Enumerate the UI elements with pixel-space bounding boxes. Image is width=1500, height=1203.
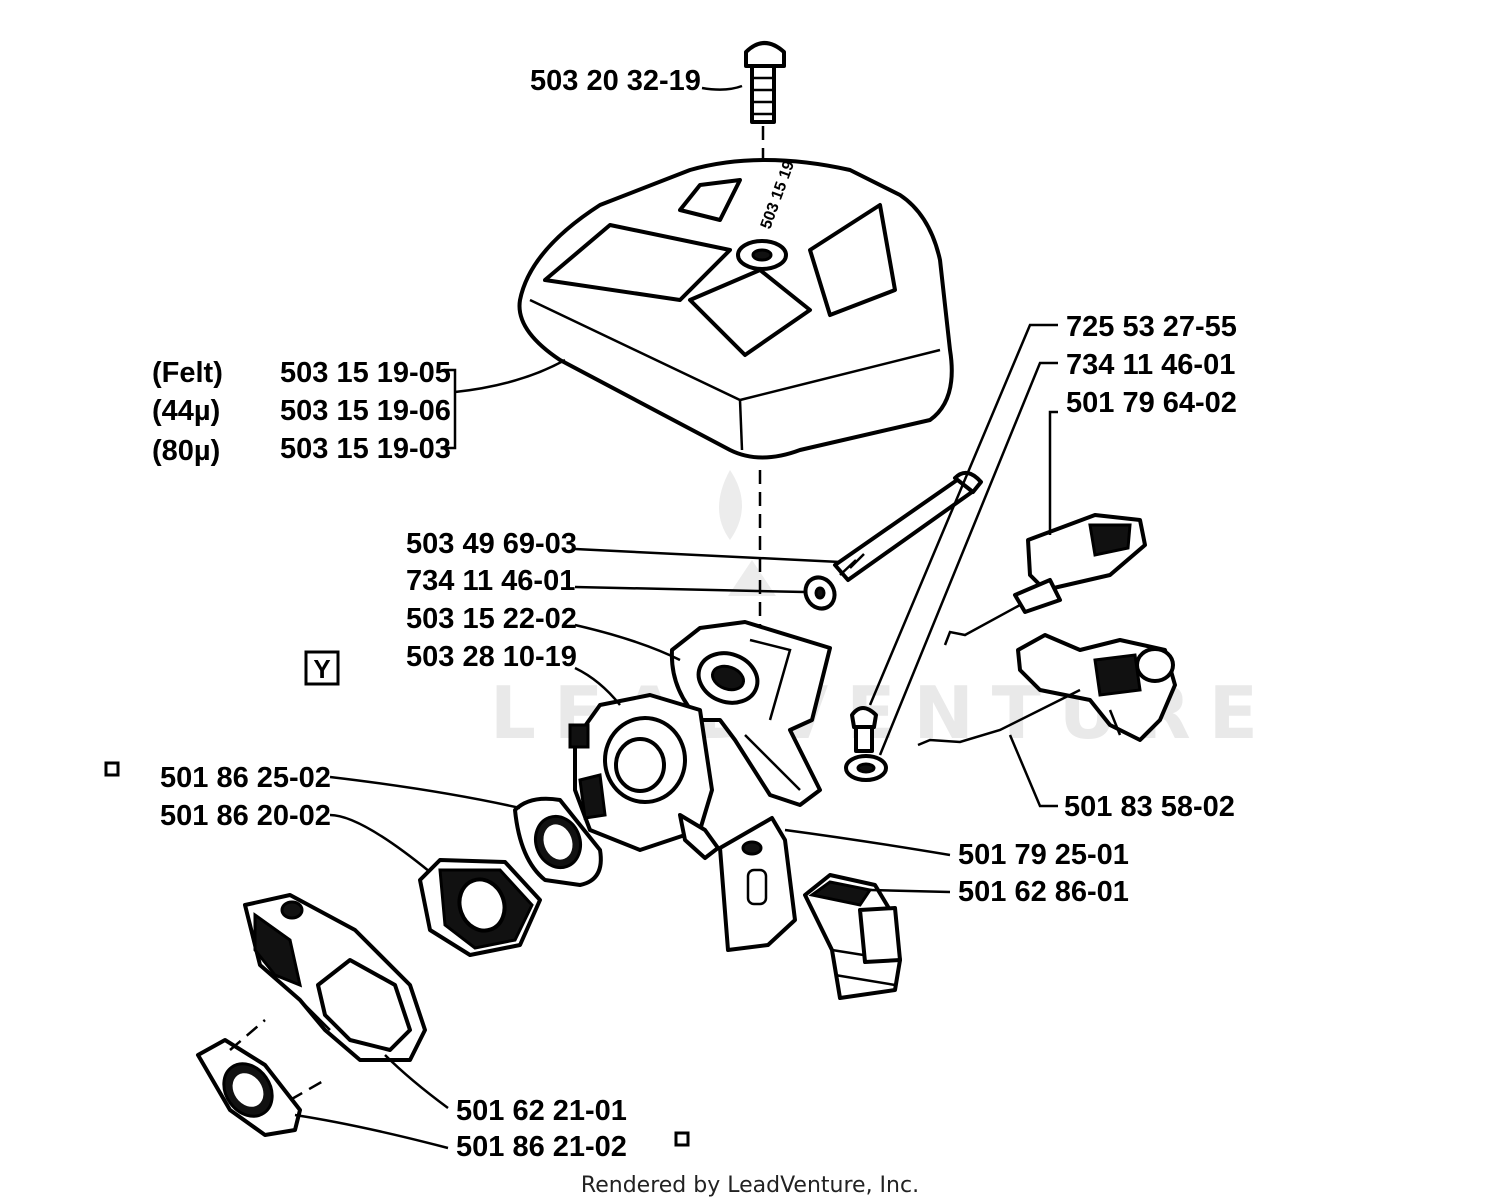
leader-screw-top	[701, 84, 743, 91]
leader-washer-small	[574, 585, 806, 594]
label-washer-small: 734 11 46-01	[406, 565, 575, 597]
label-filter-44: 503 15 19-06	[280, 395, 451, 427]
leader-gasket-b	[329, 813, 431, 873]
throttle-rod	[917, 633, 1177, 747]
watermark-flame-icon	[719, 470, 776, 596]
filter-bracket	[669, 620, 832, 807]
short-screw	[850, 706, 878, 753]
badge-y-text: Y	[313, 654, 330, 684]
label-gasket-b: 501 86 20-02	[160, 800, 331, 832]
label-intake-plate: 501 62 21-01	[456, 1095, 627, 1127]
label-throttle-rod: 501 83 58-02	[1064, 791, 1235, 823]
gasket-b	[418, 858, 542, 957]
bracket-filter-group	[444, 368, 457, 450]
leader-washer-right	[878, 361, 1058, 756]
leader-damper	[869, 888, 951, 894]
label-filter-44-variant: (44µ)	[152, 395, 220, 427]
washer-right	[844, 754, 888, 782]
leader-gasket-c	[294, 1113, 449, 1150]
label-gasket-c: 501 86 21-02	[456, 1131, 627, 1163]
label-carburetor: 503 28 10-19	[406, 641, 577, 673]
leader-gasket-a	[329, 775, 521, 810]
leader-intake-plate	[384, 1054, 449, 1110]
heat-plate	[718, 816, 797, 952]
label-damper: 501 62 86-01	[958, 876, 1129, 908]
axis-dash-b	[289, 1078, 326, 1102]
axis-dash-a	[229, 1019, 266, 1051]
damper	[803, 873, 902, 1000]
label-screw-top: 503 20 32-19	[530, 65, 701, 97]
carburetor	[568, 693, 720, 860]
leader-carburetor	[574, 666, 621, 706]
small-washer	[803, 575, 837, 611]
label-filter-felt: 503 15 19-05	[280, 357, 451, 389]
label-washer-right: 734 11 46-01	[1066, 349, 1235, 381]
label-gasket-a: 501 86 25-02	[160, 762, 331, 794]
gasket-c	[196, 1038, 302, 1137]
label-plate: 501 79 25-01	[958, 839, 1129, 871]
leader-screw-short	[868, 323, 1058, 706]
leader-choke-lever	[1048, 410, 1058, 535]
leader-throttle-rod	[1008, 734, 1058, 808]
label-filter-80: 503 15 19-03	[280, 433, 451, 465]
footer-credit: Rendered by LeadVenture, Inc.	[581, 1173, 919, 1198]
marker-square-bottom	[674, 1131, 690, 1147]
leader-bracket	[574, 623, 681, 662]
label-bracket: 503 15 22-02	[406, 603, 577, 635]
top-screw	[744, 41, 786, 124]
intake-plate	[243, 893, 427, 1062]
label-screw-short: 725 53 27-55	[1066, 311, 1237, 343]
leader-filter	[454, 358, 566, 394]
leader-bolt-long	[574, 547, 841, 564]
air-filter-cover: 503 15 19	[517, 158, 954, 460]
label-filter-80-variant: (80µ)	[152, 435, 220, 467]
long-bolt	[833, 470, 983, 582]
label-bolt-long: 503 49 69-03	[406, 528, 577, 560]
label-choke-lever: 501 79 64-02	[1066, 387, 1237, 419]
marker-square-left	[104, 761, 120, 777]
gasket-a	[513, 796, 603, 887]
badge-y: Y	[304, 650, 340, 686]
leader-plate	[784, 828, 951, 857]
label-filter-felt-variant: (Felt)	[152, 357, 223, 389]
choke-lever	[943, 513, 1147, 646]
